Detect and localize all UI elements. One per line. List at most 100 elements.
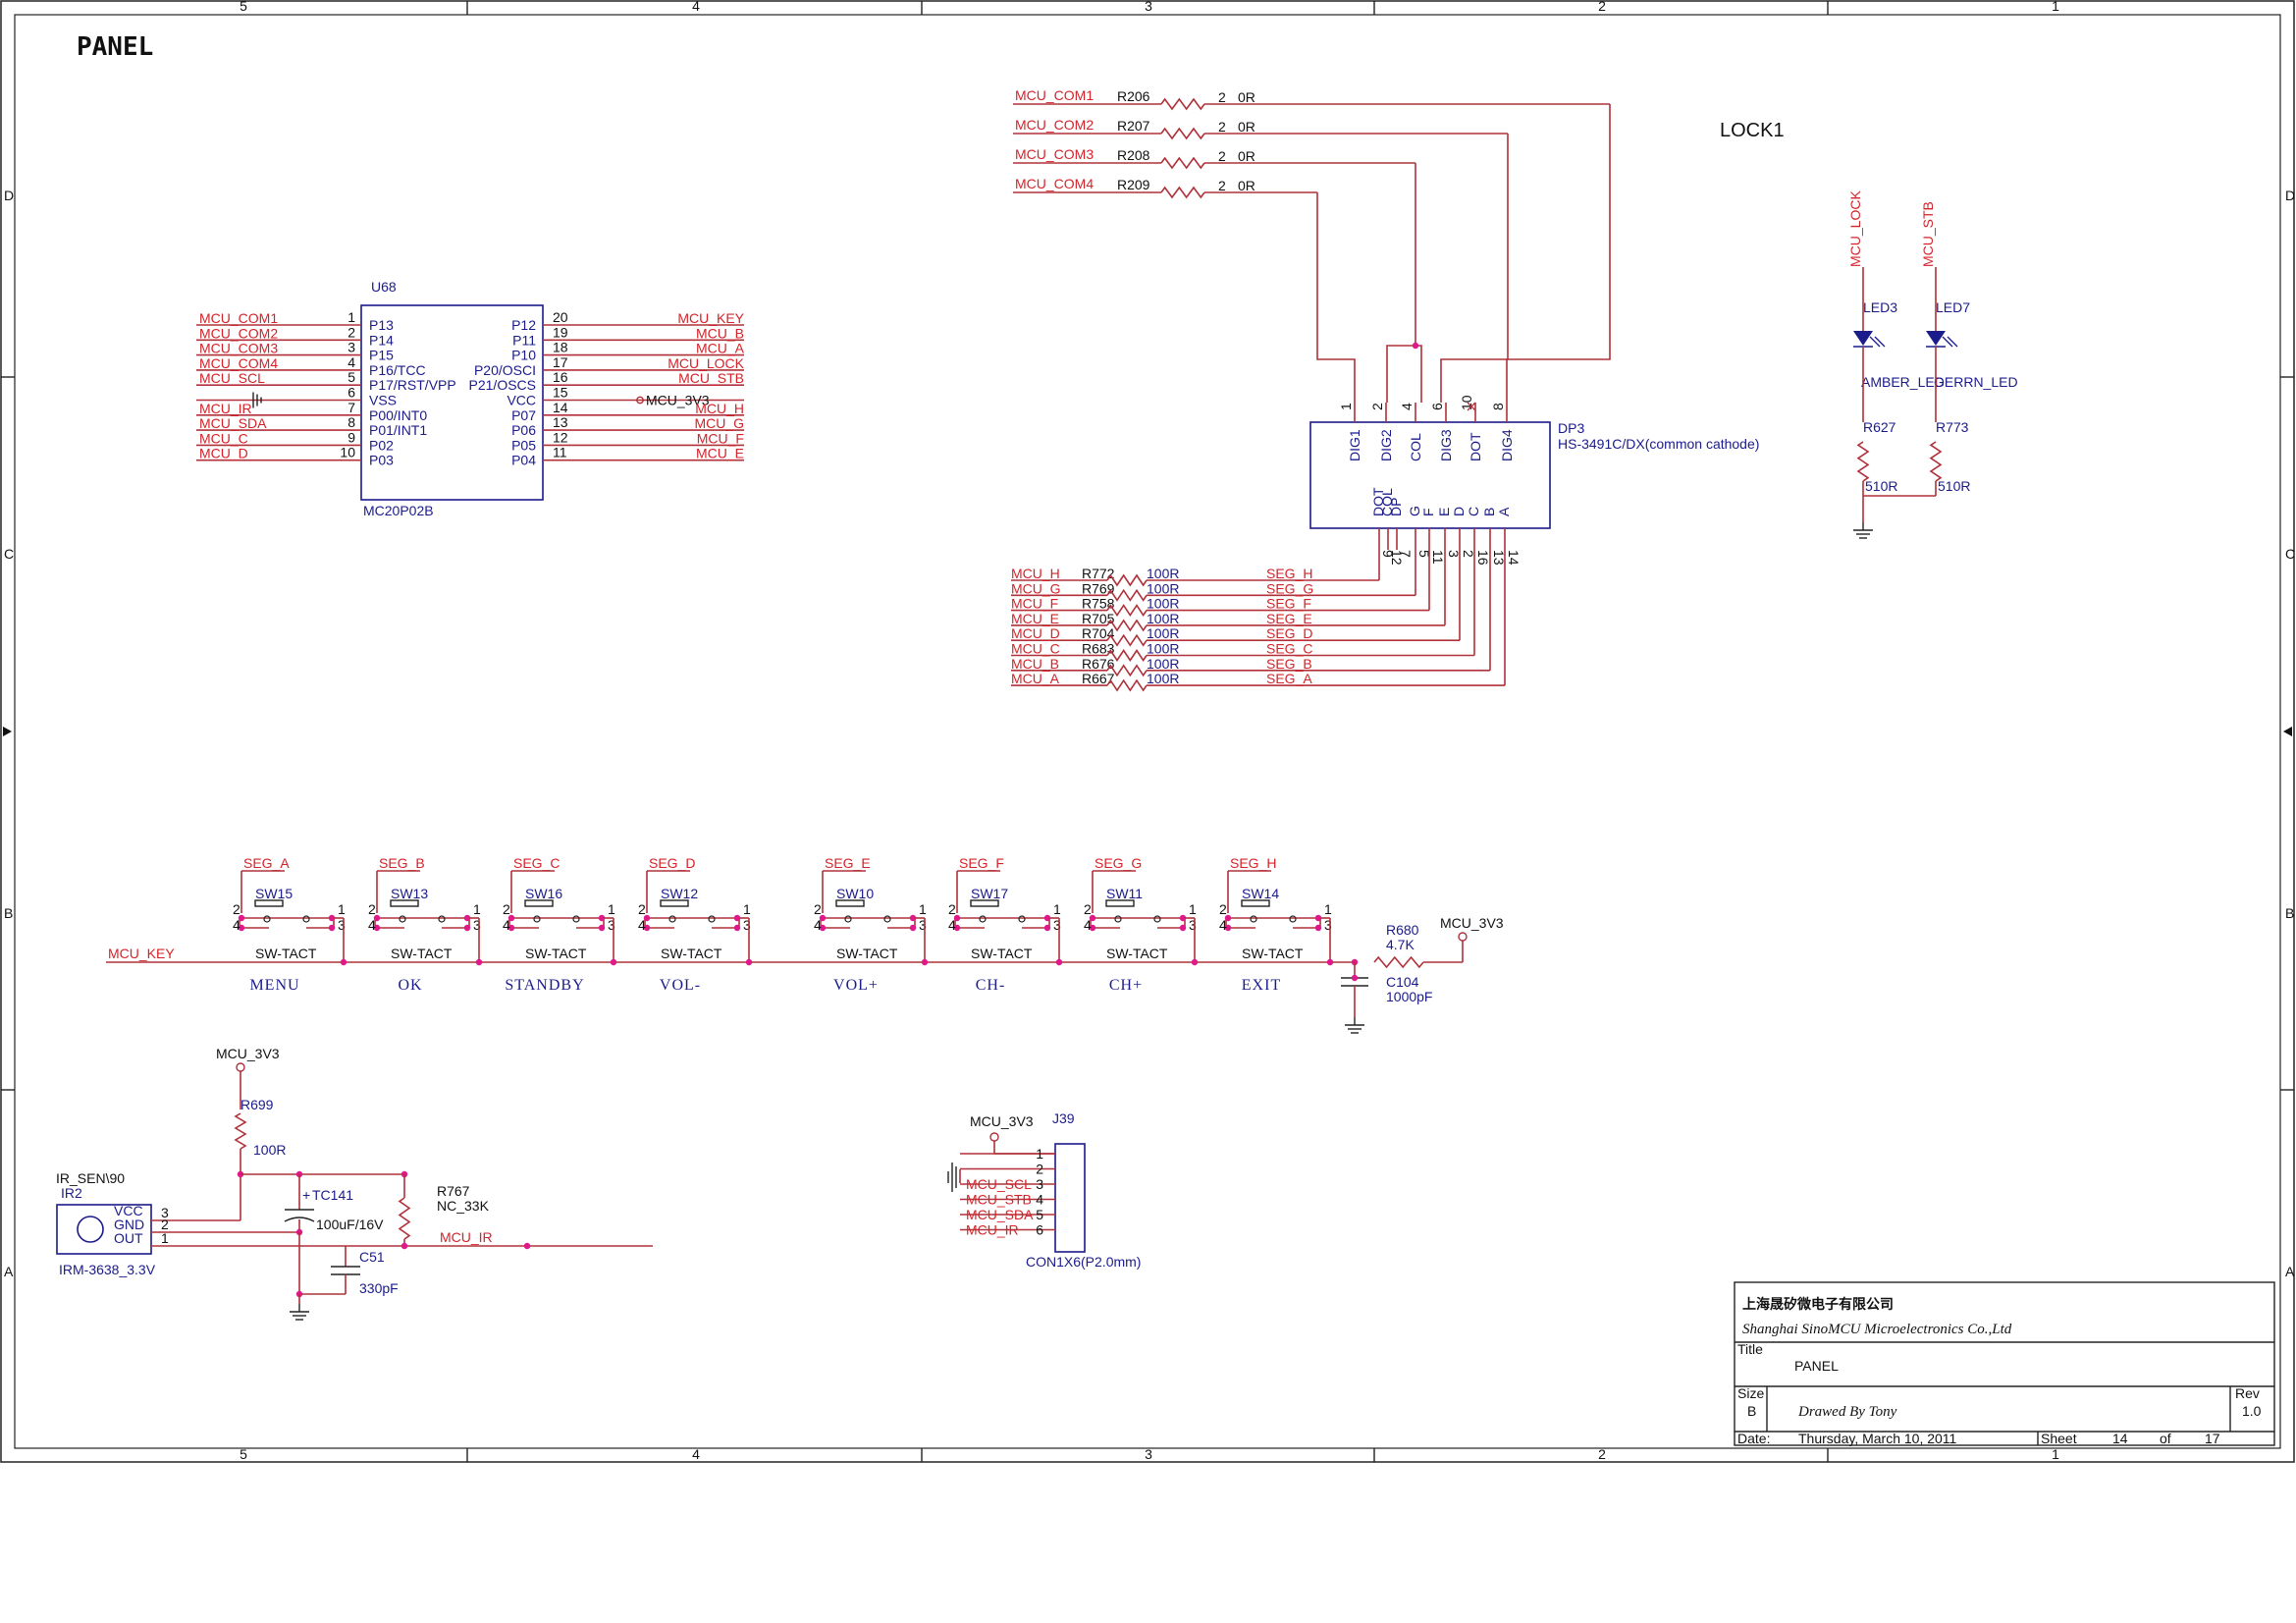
u68-right-name: P20/OSCI [474, 362, 536, 378]
u68-part: MC20P02B [363, 503, 434, 518]
seg-resistor-ref: R705 [1082, 611, 1115, 626]
switch-function: EXIT [1242, 977, 1281, 994]
switch-type: SW-TACT [1106, 946, 1168, 961]
vcc-port [989, 1132, 999, 1142]
frame-row-label: A [4, 1264, 14, 1279]
u68-right-num: 17 [553, 354, 568, 370]
tb-sheet: 14 [2112, 1431, 2128, 1446]
switch-node [238, 924, 245, 932]
switch-pin-4: 4 [233, 917, 240, 933]
switch-contact [1289, 915, 1297, 923]
led-group: MCU_LOCKLED3AMBER_LEDR627510RMCU_STBLED7… [1847, 190, 2018, 539]
seg-resistor-val: 100R [1147, 596, 1179, 612]
seg-resistor [1106, 664, 1148, 677]
led-res-val: 510R [1865, 478, 1897, 494]
u68-left-name: P00/INT0 [369, 407, 427, 423]
u68-right-net: MCU_LOCK [667, 355, 744, 371]
switch-actuator [1241, 899, 1270, 907]
dp3-bottom-name: E [1436, 508, 1452, 516]
switch-pin-2: 2 [638, 901, 646, 917]
switch-function: CH- [976, 977, 1006, 994]
u68-left-name: VSS [369, 393, 397, 408]
switch-contact [533, 915, 541, 923]
dp3-bottom-name: DP [1388, 498, 1404, 516]
com-resistor-val: 0R [1238, 119, 1255, 135]
com3-route [1386, 163, 1416, 403]
switch-contact [1153, 915, 1161, 923]
u68-left-net: MCU_D [199, 446, 248, 461]
seg-resistor-ref: R667 [1082, 671, 1115, 686]
j39-pin-num: 3 [1036, 1176, 1043, 1192]
u68-right-net: MCU_B [696, 325, 744, 341]
switch-node [1043, 924, 1051, 932]
dp3-bottom-num: 9 [1380, 550, 1396, 558]
dp3-ref: DP3 [1558, 420, 1584, 436]
switch-contact [438, 915, 446, 923]
j39-pin-num: 6 [1036, 1222, 1043, 1238]
com-net-label: MCU_COM1 [1015, 87, 1094, 103]
frame-row-label: D [4, 188, 14, 203]
switch-function: MENU [249, 977, 299, 994]
bus-junction [921, 958, 929, 966]
switch-seg-label: SEG_A [243, 855, 290, 871]
tb-drawn: Drawed By Tony [1797, 1404, 1897, 1420]
r767-val: NC_33K [437, 1198, 490, 1214]
nc-mark [1467, 402, 1476, 411]
ir-pin-name: OUT [114, 1230, 143, 1246]
switch-node [643, 924, 651, 932]
title-block-frame [1734, 1281, 2275, 1446]
com-resistor [1160, 127, 1205, 140]
switch-pin-4: 4 [503, 917, 510, 933]
u68-left-num: 8 [347, 414, 355, 430]
u68-right-name: P11 [512, 332, 536, 348]
r699-val: 100R [253, 1142, 286, 1158]
ir-ref-top: IR_SEN\90 [56, 1170, 125, 1186]
switch-seg-label: SEG_H [1230, 855, 1276, 871]
ir-body [56, 1204, 152, 1255]
frame-col-label: 2 [1598, 0, 1606, 14]
switch-node [463, 914, 471, 922]
key-cap-val: 1000pF [1386, 989, 1432, 1004]
j39-pin-net: MCU_SDA [966, 1207, 1034, 1222]
switch-ref: SW14 [1242, 886, 1279, 901]
led-emission [1869, 336, 1886, 348]
dp3-bottom-num: 16 [1475, 550, 1491, 566]
dp3-bottom-num: 2 [1461, 550, 1476, 558]
tb-date: Thursday, March 10, 2011 [1798, 1431, 1957, 1446]
com-resistor-val: 0R [1238, 148, 1255, 164]
switch-pin-3: 3 [919, 917, 927, 933]
u68-left-num: 1 [347, 309, 355, 325]
u68-right-num: 20 [553, 309, 568, 325]
dp3-top-name: COL [1408, 433, 1423, 461]
com-resistor-pin: 2 [1218, 148, 1226, 164]
com-resistor-ref: R207 [1117, 118, 1150, 134]
c51-val: 330pF [359, 1280, 399, 1296]
seg-resistor [1106, 573, 1148, 587]
bus-junction [610, 958, 617, 966]
u68-body [360, 304, 544, 501]
seg-resistor-val: 100R [1147, 625, 1179, 641]
led-diode [1853, 331, 1873, 346]
vcc-port [1458, 932, 1468, 942]
switch-pin-1: 1 [608, 901, 615, 917]
seg-resistor-val: 100R [1147, 641, 1179, 657]
j39-body [1054, 1143, 1086, 1253]
switch-node [1043, 914, 1051, 922]
u68-left-net: MCU_IR [199, 401, 252, 416]
frame-col-label: 3 [1145, 1446, 1152, 1462]
company-cn: 上海晟矽微电子有限公司 [1742, 1296, 1894, 1313]
frame-col-label: 1 [2052, 0, 2059, 14]
switch-actuator [835, 899, 865, 907]
switch-function: CH+ [1109, 977, 1143, 994]
u68-left-num: 9 [347, 429, 355, 445]
switch-function: VOL- [660, 977, 701, 994]
tb-rev-label: Rev [2235, 1385, 2260, 1401]
u68-right-num: 18 [553, 340, 568, 355]
dp3-bottom-name: C [1466, 507, 1481, 516]
led-res-ref: R627 [1863, 419, 1896, 435]
frame-col-label: 5 [240, 0, 247, 14]
dp3-top-name: DOT [1468, 432, 1483, 461]
